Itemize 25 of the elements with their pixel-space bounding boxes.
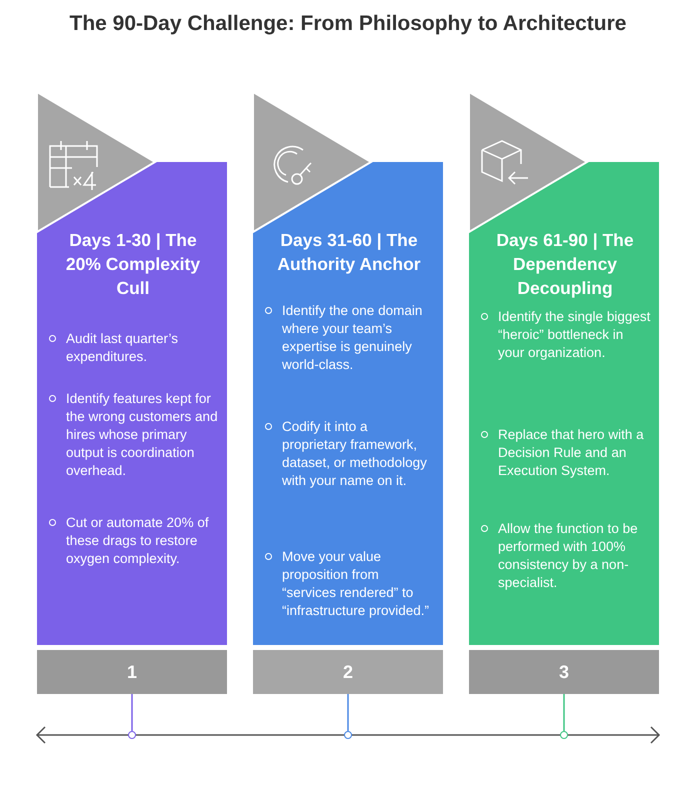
bullet-text: Replace that hero with a Decision Rule and an Execution System.	[498, 426, 645, 480]
bullet-text: Audit last quarter’s expenditures.	[66, 330, 180, 366]
connector-line	[347, 694, 349, 731]
phase-number: 3	[469, 650, 659, 694]
phase-panel	[469, 92, 659, 645]
bullet-text: Identify features kept for the wrong customers and hires whose primary output is coordination overhead.	[66, 390, 219, 480]
timeline-marker	[344, 731, 352, 739]
bullet-text: Codify it into a proprietary framework, dataset, or methodology with your name on it.	[282, 418, 428, 490]
bullet-text: Identify the one domain where your team’s expertise is genuinely world-class.	[282, 302, 424, 374]
phase-panel	[37, 92, 227, 645]
bullet-text: Move your value proposition from “services rendered” to “infrastructure provided.”	[282, 548, 430, 620]
phase-heading: Days 31-60 | The Authority Anchor	[276, 229, 422, 276]
bullet-text: Identify the single biggest “heroic” bottleneck in your organization.	[498, 308, 651, 362]
bullet-text: Allow the function to be performed with 100% consistency by a non-specialist.	[498, 520, 639, 592]
timeline-marker	[560, 731, 568, 739]
diagram-title: The 90-Day Challenge: From Philosophy to Architecture	[68, 12, 628, 36]
timeline-marker	[128, 731, 136, 739]
phase-heading: Days 1-30 | The 20% Complexity Cull	[64, 229, 202, 300]
phase-panel	[253, 92, 443, 645]
connector-line	[131, 694, 133, 731]
connector-line	[563, 694, 565, 731]
phase-heading: Days 61-90 | The Dependency Decoupling	[495, 229, 635, 300]
phase-number: 1	[37, 650, 227, 694]
phase-number: 2	[253, 650, 443, 694]
bullet-text: Cut or automate 20% of these drags to restore oxygen complexity.	[66, 514, 210, 568]
